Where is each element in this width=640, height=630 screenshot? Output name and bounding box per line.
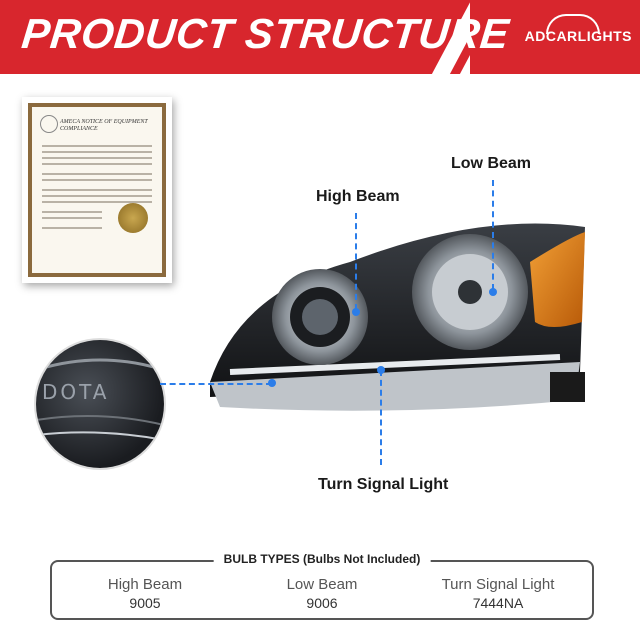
- low-beam-label: Low Beam: [451, 155, 532, 172]
- low-beam-marker-icon: [489, 288, 497, 296]
- dot-marking: DOTA: [42, 380, 110, 404]
- certificate-emblem-icon: [40, 115, 58, 133]
- turn-signal-horizontal-pointer: [160, 383, 272, 385]
- certificate-frame: AMECA NOTICE OF EQUIPMENT COMPLIANCE: [28, 103, 166, 277]
- low-beam-pointer: [492, 180, 494, 290]
- bulb-name: High Beam: [107, 576, 183, 593]
- brand-name: ADCARLIGHTS: [524, 28, 632, 44]
- bulb-types-panel: BULB TYPES (Bulbs Not Included) High Bea…: [50, 552, 594, 620]
- certificate-heading: AMECA NOTICE OF EQUIPMENT COMPLIANCE: [60, 119, 148, 132]
- certificate-seal-icon: [118, 203, 148, 233]
- turn-signal-pointer: [380, 370, 382, 465]
- bulb-item: Turn Signal Light 7444NA: [408, 576, 588, 611]
- detail-zoom-view: DOTA: [36, 340, 164, 468]
- bulb-types-heading: BULB TYPES (Bulbs Not Included): [213, 552, 431, 566]
- bulb-name: Low Beam: [286, 576, 358, 593]
- zoom-detail-graphic: [36, 358, 164, 441]
- header-banner: PRODUCT STRUCTURE ADCARLIGHTS: [0, 0, 640, 74]
- turn-signal-marker-icon: [377, 366, 385, 374]
- bulb-code: 7444NA: [472, 595, 524, 611]
- bulb-item: High Beam 9005: [55, 576, 235, 611]
- bulb-code: 9005: [129, 595, 161, 611]
- page-title: PRODUCT STRUCTURE: [19, 10, 512, 57]
- headlight-image: [210, 223, 585, 411]
- bulb-code: 9006: [306, 595, 338, 611]
- high-beam-pointer: [355, 213, 357, 310]
- turn-signal-label: Turn Signal Light: [318, 476, 449, 493]
- high-beam-label: High Beam: [316, 188, 400, 205]
- logo-band: [470, 0, 640, 74]
- high-beam-marker-icon: [352, 308, 360, 316]
- bulb-name: Turn Signal Light: [441, 576, 555, 593]
- turn-signal-marker-left-icon: [268, 379, 276, 387]
- bulb-item: Low Beam 9006: [232, 576, 412, 611]
- compliance-certificate: AMECA NOTICE OF EQUIPMENT COMPLIANCE: [22, 97, 172, 283]
